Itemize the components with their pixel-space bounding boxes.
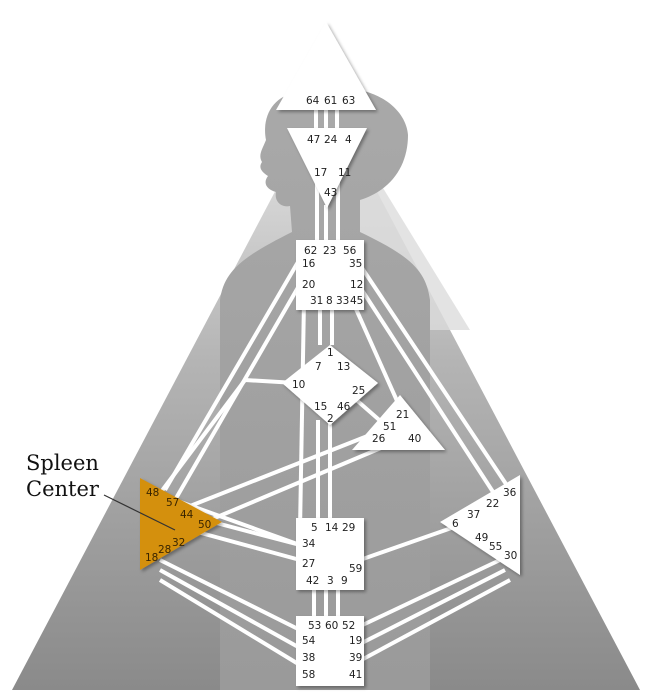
- head-center: [276, 22, 376, 110]
- gate-63: 63: [342, 95, 355, 107]
- sacral-gates: 5 14 29 34 27 59 42 3 9: [302, 522, 362, 587]
- heart-gates: 21 51 26 40: [372, 409, 421, 445]
- ajna-center: [287, 128, 367, 208]
- gate-54: 54: [302, 635, 316, 647]
- gate-44: 44: [180, 509, 194, 521]
- gate-6: 6: [452, 518, 459, 530]
- gate-29: 29: [342, 522, 355, 534]
- gate-58: 58: [302, 669, 315, 681]
- gate-36: 36: [503, 487, 517, 499]
- gate-41: 41: [349, 669, 362, 681]
- gate-23: 23: [323, 245, 336, 257]
- gate-60: 60: [325, 620, 338, 632]
- gate-13: 13: [337, 361, 350, 373]
- gate-62: 62: [304, 245, 317, 257]
- gate-30: 30: [504, 550, 517, 562]
- gate-27: 27: [302, 558, 315, 570]
- gate-11: 11: [338, 167, 351, 179]
- head-gates: 64 61 63: [306, 95, 355, 107]
- solar-plexus-center: [440, 475, 520, 575]
- spleen-gates: 48 57 44 50 32 28 18: [145, 487, 211, 564]
- gate-55: 55: [489, 541, 502, 553]
- gate-18: 18: [145, 552, 158, 564]
- gate-24: 24: [324, 134, 338, 146]
- root-gates: 53 60 52 54 19 38 39 58 41: [302, 620, 362, 681]
- gate-57: 57: [166, 497, 179, 509]
- gate-43: 43: [324, 187, 337, 199]
- solar-plexus-gates: 36 22 37 6 49 55 30: [452, 487, 517, 562]
- gate-8: 8: [326, 295, 333, 307]
- gate-7: 7: [315, 361, 322, 373]
- root-center: [296, 616, 364, 686]
- gate-22: 22: [486, 498, 499, 510]
- throat-center: [296, 240, 364, 310]
- gate-53: 53: [308, 620, 321, 632]
- callout-line-2: Center: [26, 477, 100, 501]
- gate-48: 48: [146, 487, 159, 499]
- gate-40: 40: [408, 433, 421, 445]
- gate-39: 39: [349, 652, 362, 664]
- throat-gates: 62 23 56 16 35 20 12 31 8 33 45: [302, 245, 363, 307]
- gate-26: 26: [372, 433, 386, 445]
- gate-35: 35: [349, 258, 362, 270]
- gate-10: 10: [292, 379, 305, 391]
- gate-4: 4: [345, 134, 352, 146]
- gate-1: 1: [327, 347, 334, 359]
- gate-34: 34: [302, 538, 316, 550]
- gate-32: 32: [172, 537, 185, 549]
- gate-52: 52: [342, 620, 355, 632]
- spleen-center: [140, 478, 222, 570]
- gate-33: 33: [336, 295, 349, 307]
- gate-42: 42: [306, 575, 319, 587]
- gate-15: 15: [314, 401, 327, 413]
- gate-37: 37: [467, 509, 480, 521]
- sacral-center: [296, 518, 364, 590]
- heart-center: [352, 395, 445, 450]
- gate-47: 47: [307, 134, 320, 146]
- callout-line-1: Spleen: [26, 451, 99, 475]
- gate-46: 46: [337, 401, 351, 413]
- gate-21: 21: [396, 409, 409, 421]
- gate-49: 49: [475, 532, 488, 544]
- gate-12: 12: [350, 279, 363, 291]
- gate-45: 45: [350, 295, 363, 307]
- ajna-gates: 47 24 4 17 11 43: [307, 134, 352, 199]
- gate-25: 25: [352, 385, 365, 397]
- gate-64: 64: [306, 95, 320, 107]
- callout-pointer: [103, 494, 176, 531]
- gate-9: 9: [341, 575, 348, 587]
- g-center: [282, 345, 378, 425]
- gate-28: 28: [158, 544, 171, 556]
- gate-56: 56: [343, 245, 357, 257]
- gate-51: 51: [383, 421, 396, 433]
- gate-5: 5: [311, 522, 318, 534]
- gate-20: 20: [302, 279, 315, 291]
- gate-19: 19: [349, 635, 362, 647]
- gate-16: 16: [302, 258, 316, 270]
- gate-38: 38: [302, 652, 315, 664]
- gate-3: 3: [327, 575, 334, 587]
- gate-61: 61: [324, 95, 337, 107]
- gate-14: 14: [325, 522, 339, 534]
- gate-17: 17: [314, 167, 327, 179]
- gate-50: 50: [198, 519, 211, 531]
- channels: [153, 110, 512, 667]
- gate-59: 59: [349, 563, 362, 575]
- gate-2: 2: [327, 413, 334, 425]
- gate-31: 31: [310, 295, 323, 307]
- g-center-gates: 1 7 13 10 25 15 46 2: [292, 347, 365, 425]
